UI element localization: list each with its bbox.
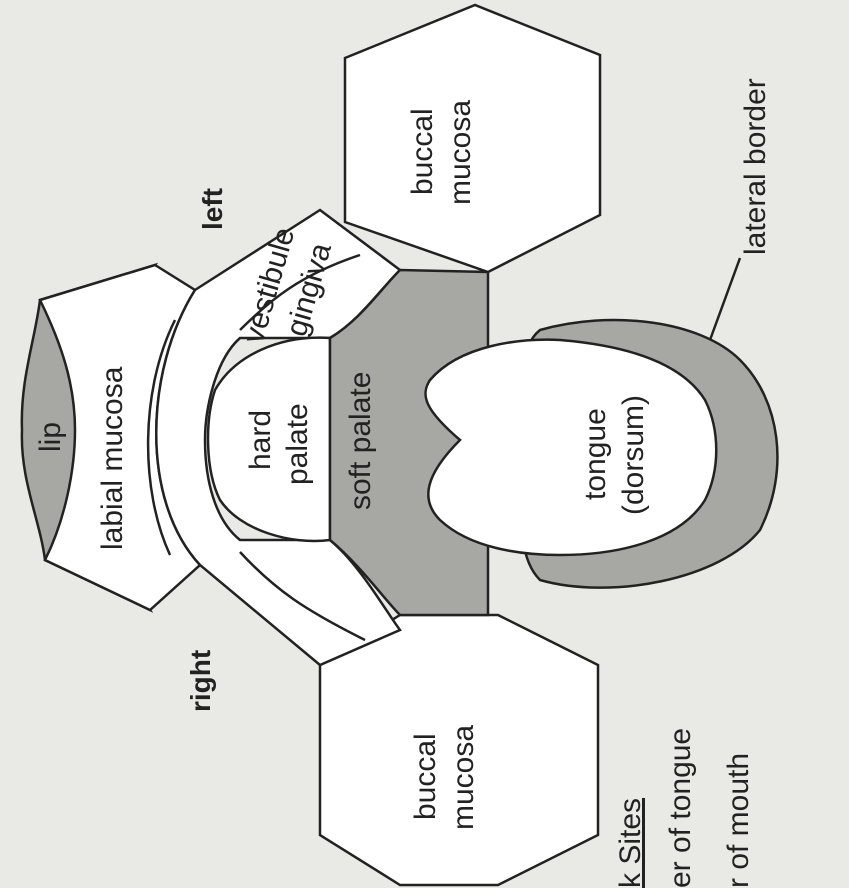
hard-palate-label-line1: hard	[244, 410, 277, 470]
soft-palate-label: soft palate	[344, 372, 377, 510]
tongue-dorsum	[425, 340, 716, 555]
lip-label: lip	[34, 422, 67, 452]
buccal-mucosa-left-label-line2: mucosa	[444, 100, 477, 205]
tongue-label-line1: tongue	[579, 408, 612, 500]
buccal-mucosa-right-label-line1: buccal	[409, 733, 442, 820]
labial-mucosa-label: labial mucosa	[96, 366, 129, 550]
legend-item-2: r of mouth	[722, 753, 755, 888]
lateral-border-pointer	[710, 258, 740, 340]
hard-palate-label-line2: palate	[281, 403, 314, 485]
left-label: left	[197, 188, 228, 230]
buccal-mucosa-right-label-line2: mucosa	[447, 725, 480, 830]
lateral-border-label: lateral border	[739, 78, 772, 255]
right-label: right	[185, 650, 216, 712]
tongue-label-line2: (dorsum)	[617, 395, 650, 515]
legend-title: k Sites	[614, 798, 647, 888]
legend-item-1: er of tongue	[664, 728, 697, 888]
buccal-mucosa-left-label-line1: buccal	[406, 108, 439, 195]
